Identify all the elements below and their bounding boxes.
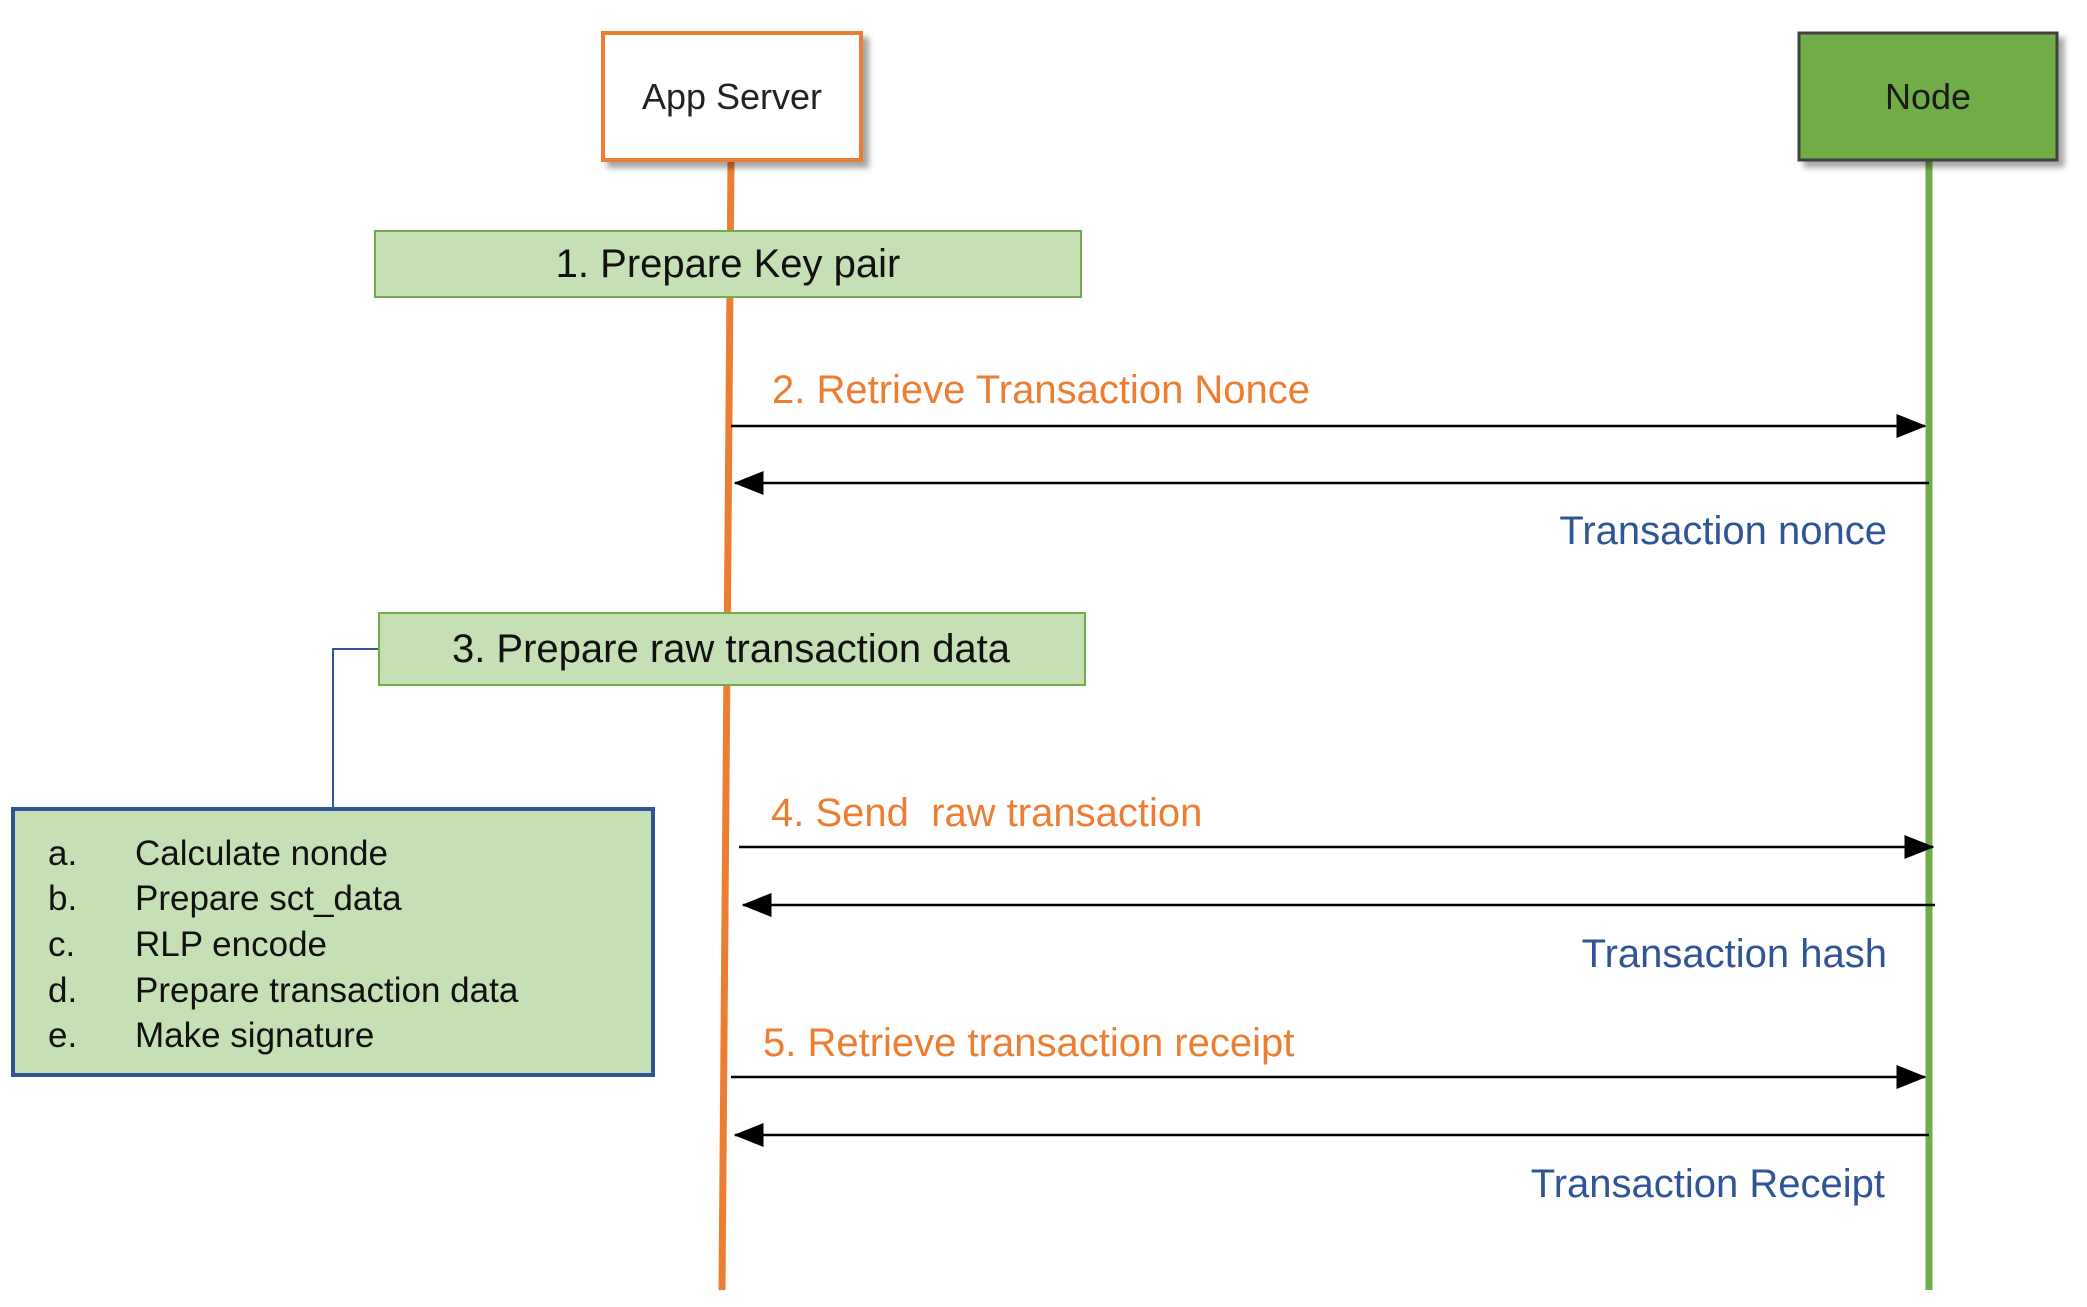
note-item-text: Prepare transaction data (135, 971, 519, 1010)
node-actor: Node (1797, 31, 2059, 162)
note-item: d. Prepare transaction data (48, 971, 519, 1010)
step-5-request-label: 5. Retrieve transaction receipt (763, 1021, 1294, 1065)
step-1-label: 1. Prepare Key pair (556, 242, 901, 286)
step-2-request-label: 2. Retrieve Transaction Nonce (772, 368, 1310, 412)
note-item-marker: d. (48, 971, 77, 1010)
note-item-marker: a. (48, 834, 77, 873)
app-server-label: App Server (642, 76, 822, 117)
step-4-request-label: 4. Send raw transaction (771, 791, 1202, 835)
step-4-response-label: Transaction hash (1582, 932, 1887, 976)
note-item-marker: c. (48, 925, 75, 964)
note-item-text: Prepare sct_data (135, 879, 402, 918)
note-item-marker: b. (48, 879, 77, 918)
note-item-text: RLP encode (135, 925, 327, 964)
step-3-label: 3. Prepare raw transaction data (452, 627, 1011, 671)
note-item: e. Make signature (48, 1016, 374, 1055)
note-item-text: Calculate nonde (135, 834, 388, 873)
note-connector (332, 648, 379, 809)
note-item: c. RLP encode (48, 925, 327, 964)
step-1-box: 1. Prepare Key pair (374, 230, 1082, 298)
note-box: a. Calculate nonde b. Prepare sct_data c… (11, 807, 655, 1077)
step-2-response-label: Transaction nonce (1559, 509, 1887, 553)
note-item-text: Make signature (135, 1016, 374, 1055)
app-server-actor: App Server (601, 31, 863, 162)
note-item: a. Calculate nonde (48, 834, 388, 873)
step-5-response-label: Transaction Receipt (1531, 1162, 1885, 1206)
node-label: Node (1885, 76, 1971, 117)
app-server-lifeline (718, 159, 735, 1291)
note-item-marker: e. (48, 1016, 77, 1055)
step-3-box: 3. Prepare raw transaction data (378, 612, 1086, 686)
note-item: b. Prepare sct_data (48, 879, 402, 918)
